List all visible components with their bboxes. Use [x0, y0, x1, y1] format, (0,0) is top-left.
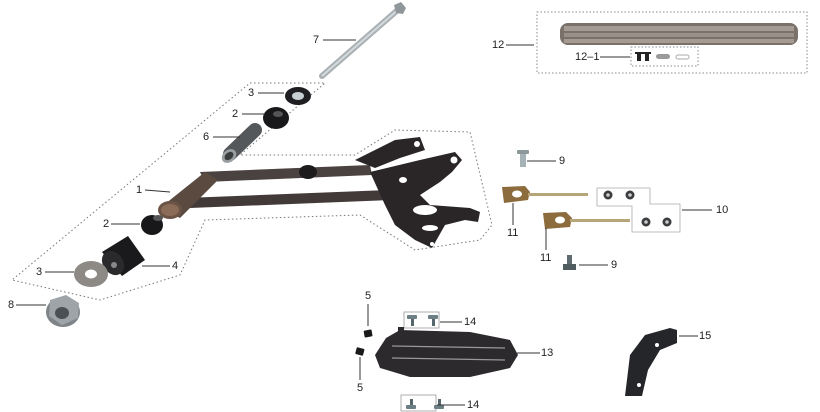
- callout-3-washer-bottom: 3: [36, 266, 43, 278]
- bushing-bottom-part: [141, 215, 163, 235]
- callout-5-pad-top: 5: [365, 290, 372, 302]
- callout-12-1-master-link: 12–1: [575, 51, 600, 63]
- chain-adjuster-top-part: [502, 186, 588, 203]
- rubber-pad-top-part: [363, 329, 373, 338]
- callout-1-swingarm: 1: [136, 184, 143, 196]
- callout-8-flange-nut: 8: [8, 299, 15, 311]
- callout-9-bolt-bottom: 9: [611, 259, 618, 271]
- chain-slider-part: [625, 328, 677, 396]
- chain-group-outline: [536, 11, 808, 74]
- callout-11-adjuster-bottom: 11: [540, 252, 552, 264]
- callout-10-nuts: 10: [716, 204, 729, 216]
- callout-14-screws-bottom: 14: [467, 399, 480, 411]
- pivot-sleeve-part: [221, 123, 262, 163]
- leader-lines: [16, 39, 712, 406]
- chain-adjuster-bottom-part: [543, 212, 630, 229]
- callout-2-bushing-bottom: 2: [103, 218, 110, 230]
- drive-chain-part: [560, 23, 798, 45]
- callout-4-collar: 4: [172, 260, 179, 272]
- rubber-pad-bottom-part: [355, 347, 365, 356]
- pivot-bolt-part: [319, 2, 406, 79]
- callout-11-adjuster-top: 11: [507, 227, 519, 239]
- callout-3-washer-top: 3: [248, 87, 255, 99]
- swingarm-group-outline: [10, 82, 493, 301]
- callout-2-bushing-top: 2: [232, 108, 239, 120]
- chain-guard-part: [375, 327, 518, 377]
- screws-top-part: [407, 315, 438, 326]
- callout-14-screws-top: 14: [464, 316, 477, 328]
- callout-9-bolt-top: 9: [559, 155, 566, 167]
- screws-top-outline: [403, 311, 440, 329]
- washer-top-part: [285, 87, 311, 105]
- callout-6-sleeve: 6: [203, 131, 210, 143]
- screws-bottom-part: [406, 399, 444, 409]
- bolt-top-part: [517, 150, 529, 167]
- callout-5-pad-bottom: 5: [357, 382, 364, 394]
- nuts-part: [603, 190, 672, 227]
- master-link-group-outline: [630, 46, 699, 67]
- master-link-part: [635, 52, 690, 61]
- bolt-bottom-part: [563, 255, 576, 270]
- collar-part: [101, 236, 145, 276]
- screws-bottom-outline: [400, 394, 437, 412]
- callout-13-chain-guard: 13: [541, 347, 554, 359]
- callout-15-chain-slider: 15: [699, 330, 712, 342]
- flange-nut-part: [46, 295, 80, 327]
- washer-bottom-part: [74, 261, 108, 287]
- nuts-group-outline: [596, 187, 681, 233]
- callout-7-pivot-bolt: 7: [313, 34, 320, 46]
- bushing-top-part: [263, 107, 289, 129]
- callout-12-chain: 12: [492, 39, 505, 51]
- swingarm-part: [158, 137, 480, 248]
